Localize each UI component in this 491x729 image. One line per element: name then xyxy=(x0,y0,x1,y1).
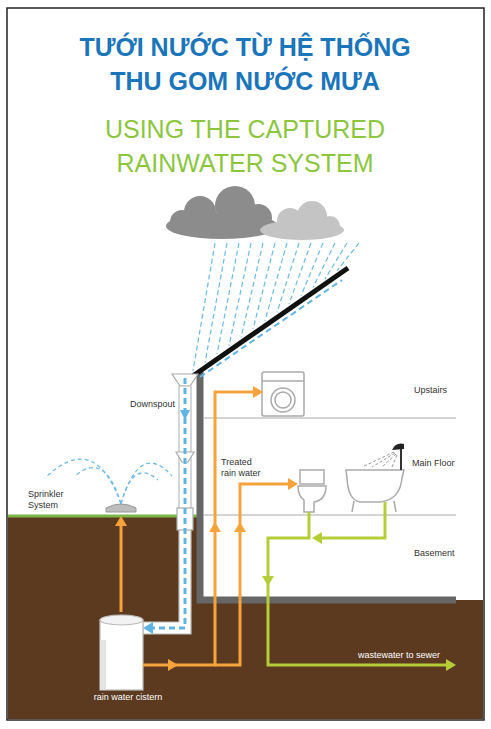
machine-door xyxy=(271,388,295,412)
floor-label: Main Floor xyxy=(412,458,472,469)
orange-pipe xyxy=(215,484,290,665)
rain-line xyxy=(229,243,251,346)
shower-pipe xyxy=(400,447,402,470)
rain-line xyxy=(253,243,275,329)
clouds xyxy=(166,186,344,240)
flow-label: wastewater to sewer xyxy=(358,650,468,661)
spray-line xyxy=(382,454,396,467)
subtitle-text: USING THE CAPTURED RAINWATER SYSTEM xyxy=(70,112,420,180)
ground xyxy=(8,600,483,719)
sprinkler-head xyxy=(106,504,136,512)
spray-line xyxy=(362,452,394,467)
arrowhead xyxy=(312,532,322,544)
connector-line xyxy=(120,525,123,612)
machine-door xyxy=(275,392,291,408)
rain-line xyxy=(241,243,263,338)
flow-arrowhead xyxy=(180,410,190,420)
spray-arc xyxy=(121,463,172,504)
cistern-top xyxy=(100,615,143,625)
house-wall xyxy=(200,372,456,600)
title-text: TƯỚI NƯỚC TỪ HỆ THỐNG THU GOM NƯỚC MƯA xyxy=(70,30,420,98)
wastewater-pipes xyxy=(268,502,447,665)
rainwater-flow xyxy=(152,378,185,628)
rain-line xyxy=(265,243,287,321)
floor-line xyxy=(204,418,456,419)
rain-line xyxy=(337,243,359,271)
floor-label: Upstairs xyxy=(414,385,474,396)
rain xyxy=(193,243,359,371)
spray-line xyxy=(392,455,397,467)
shower-head xyxy=(392,444,404,450)
arrowhead xyxy=(253,386,263,398)
arrowhead xyxy=(446,659,456,671)
rain-line xyxy=(205,243,227,363)
floor-line xyxy=(204,515,456,516)
node-text: Sprinkler System xyxy=(28,489,86,511)
part-label: Downspout xyxy=(130,399,178,410)
frame xyxy=(7,8,484,720)
shower-spray xyxy=(362,452,397,467)
cistern-node: rain water cistern xyxy=(80,612,176,706)
grass-line xyxy=(8,515,200,518)
tub-foot xyxy=(394,501,396,512)
toilet xyxy=(298,470,326,512)
tub-body xyxy=(346,470,404,502)
arrowhead xyxy=(115,516,127,526)
flow-connector xyxy=(115,516,127,612)
flow-arrowhead xyxy=(143,622,153,634)
green-pipe xyxy=(320,502,385,538)
node-text: rain water cistern xyxy=(80,692,176,703)
floor-label: Basement xyxy=(414,548,474,559)
cloud xyxy=(170,210,194,234)
roof xyxy=(190,268,348,378)
arrowhead xyxy=(288,478,298,490)
machine-body xyxy=(262,372,304,416)
orange-pipe xyxy=(143,392,255,665)
toilet-bowl xyxy=(298,486,326,512)
cistern-shade xyxy=(100,640,106,690)
washing-machine xyxy=(262,372,304,416)
cistern-body xyxy=(100,620,143,690)
roof-runoff xyxy=(200,280,342,377)
arrowhead xyxy=(234,522,246,532)
flow-label: Treated rain water xyxy=(221,457,267,479)
spray-arc xyxy=(75,468,121,504)
green-pipe xyxy=(268,512,447,665)
spray-line xyxy=(372,453,395,467)
arrowhead xyxy=(209,522,221,532)
spray-arc xyxy=(121,473,158,504)
rain-line xyxy=(193,243,215,371)
arrowhead xyxy=(168,659,178,671)
sprinkler-node: Sprinkler System xyxy=(28,486,144,516)
bathtub xyxy=(346,470,404,512)
toilet-tank xyxy=(300,470,324,484)
pipe-arrows xyxy=(168,386,298,671)
machine-panel xyxy=(262,380,304,382)
arrowhead xyxy=(262,576,274,586)
cloud xyxy=(320,216,340,236)
rain-line xyxy=(217,243,239,354)
sprinkler-spray xyxy=(45,459,172,504)
tub-foot xyxy=(352,501,354,512)
